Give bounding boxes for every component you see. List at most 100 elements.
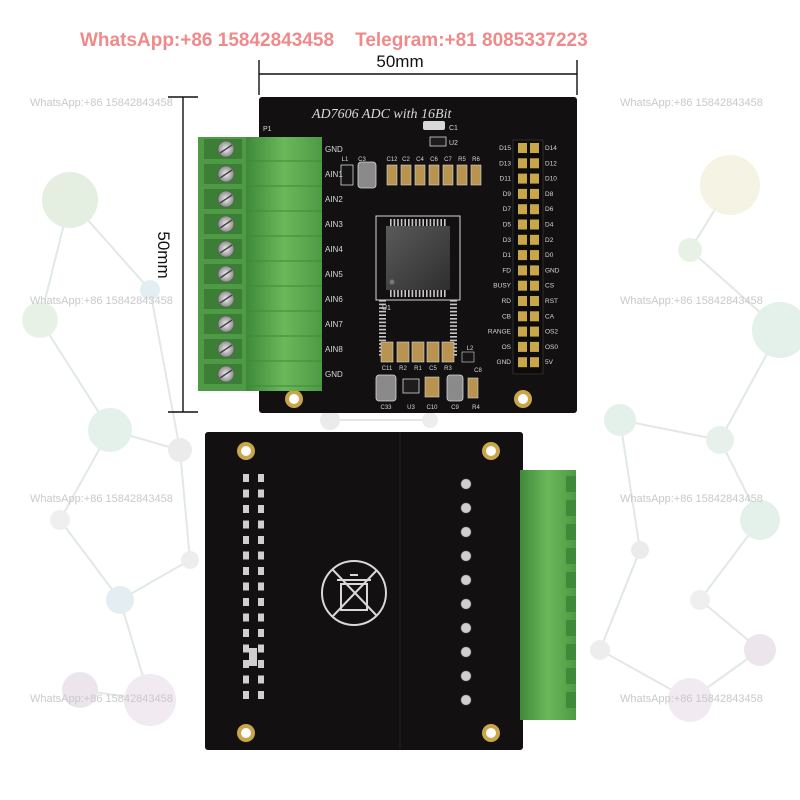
terminal-block-body <box>246 137 322 391</box>
capacitor-label: R5 <box>458 157 466 163</box>
chip-pin <box>379 307 386 309</box>
header-label: BUSY <box>493 283 511 290</box>
header-label: D8 <box>545 191 554 198</box>
watermark-text: WhatsApp:+86 15842843458 <box>30 97 173 109</box>
capacitor <box>414 164 426 186</box>
header-pin <box>518 219 527 230</box>
resistor <box>426 341 440 363</box>
network-node <box>62 672 98 708</box>
header-pin <box>518 234 527 245</box>
screw-slot <box>219 369 233 379</box>
mounting-hole-center <box>241 728 251 738</box>
back-header-pad <box>258 474 264 482</box>
back-terminal-pin <box>460 502 472 514</box>
back-terminal-ridge <box>566 548 576 564</box>
chip-pin <box>379 300 386 302</box>
header-label: RD <box>502 298 512 305</box>
network-node <box>740 500 780 540</box>
header-pin <box>518 280 527 291</box>
component-label: C10 <box>426 405 438 411</box>
header-label: D7 <box>503 206 512 213</box>
component-label: R4 <box>472 405 480 411</box>
header-pin <box>530 250 539 261</box>
network-node <box>690 590 710 610</box>
back-header-pad <box>258 598 264 606</box>
chip-pin <box>450 300 457 302</box>
screw-slot <box>219 244 233 254</box>
back-header-pad <box>258 629 264 637</box>
header-pin <box>530 265 539 276</box>
chip-pin <box>379 310 386 313</box>
terminal-label: AIN8 <box>325 345 343 354</box>
capacitor-label: C2 <box>402 157 410 163</box>
header-pin <box>530 234 539 245</box>
chip-pin <box>450 307 457 309</box>
component-label: C33 <box>380 405 392 411</box>
header-pin <box>530 188 539 199</box>
silk-u2: U2 <box>449 140 458 147</box>
terminal-label: AIN4 <box>325 245 343 254</box>
back-header-pad <box>258 613 264 622</box>
chip-pin <box>450 325 457 327</box>
header-label: CB <box>502 313 511 320</box>
screw-slot <box>219 219 233 229</box>
header-label: CS <box>545 283 555 290</box>
chip-pin <box>400 219 403 226</box>
screw-slot <box>219 319 233 329</box>
capacitor-label: C12 <box>386 157 398 163</box>
terminal-label: AIN1 <box>325 170 343 179</box>
terminal-screws <box>204 139 322 387</box>
network-node <box>678 238 702 262</box>
header-pin <box>518 311 527 322</box>
back-terminal-ridge <box>566 668 576 684</box>
back-terminal-ridge <box>566 500 576 516</box>
mounting-hole-center <box>241 446 251 456</box>
chip-pin <box>404 219 406 226</box>
screw-slot <box>219 194 233 204</box>
network-node <box>422 412 438 428</box>
mounting-hole-center <box>486 446 496 456</box>
chip-pin <box>433 219 435 226</box>
header-pin <box>530 204 539 215</box>
resistor <box>441 341 455 363</box>
chip-pin <box>444 219 446 226</box>
ad7606-chip <box>386 226 450 290</box>
back-header-pad <box>243 613 249 622</box>
network-node <box>700 155 760 215</box>
network-node <box>744 634 776 666</box>
chip-pin <box>436 219 439 226</box>
header-label: D13 <box>499 160 511 167</box>
header-label: OS <box>502 344 512 351</box>
capacitor-label: C6 <box>430 157 438 163</box>
back-terminal-pin <box>460 550 472 562</box>
header-pin <box>530 219 539 230</box>
back-terminal-ridge <box>566 644 576 660</box>
back-header-pad <box>258 505 264 513</box>
header-label: RANGE <box>488 329 512 336</box>
capacitor-c9 <box>446 374 464 402</box>
back-terminal-pin <box>460 598 472 610</box>
header-pin <box>518 158 527 169</box>
component-label: L2 <box>467 346 474 352</box>
terminal-label: AIN5 <box>325 270 343 279</box>
capacitor <box>456 164 468 186</box>
chip-pin <box>429 290 432 297</box>
back-terminal-pin <box>460 574 472 586</box>
capacitor-label: L1 <box>342 157 349 163</box>
back-terminal-ridge <box>566 572 576 588</box>
header-label: D0 <box>545 252 554 259</box>
capacitor-c33 <box>375 374 397 402</box>
back-header-pad <box>258 551 264 560</box>
watermark-group: WhatsApp:+86 15842843458 WhatsApp:+86 15… <box>30 97 763 705</box>
inductor-l2 <box>461 351 475 363</box>
capacitor-label: R6 <box>472 157 480 163</box>
network-node <box>22 302 58 338</box>
back-header-pad <box>243 644 249 653</box>
header-label: RST <box>545 298 558 305</box>
back-header-pad <box>243 474 249 482</box>
chip-pin <box>408 219 410 226</box>
pin-header <box>518 143 539 368</box>
network-node <box>42 172 98 228</box>
back-header-pad <box>243 582 249 591</box>
